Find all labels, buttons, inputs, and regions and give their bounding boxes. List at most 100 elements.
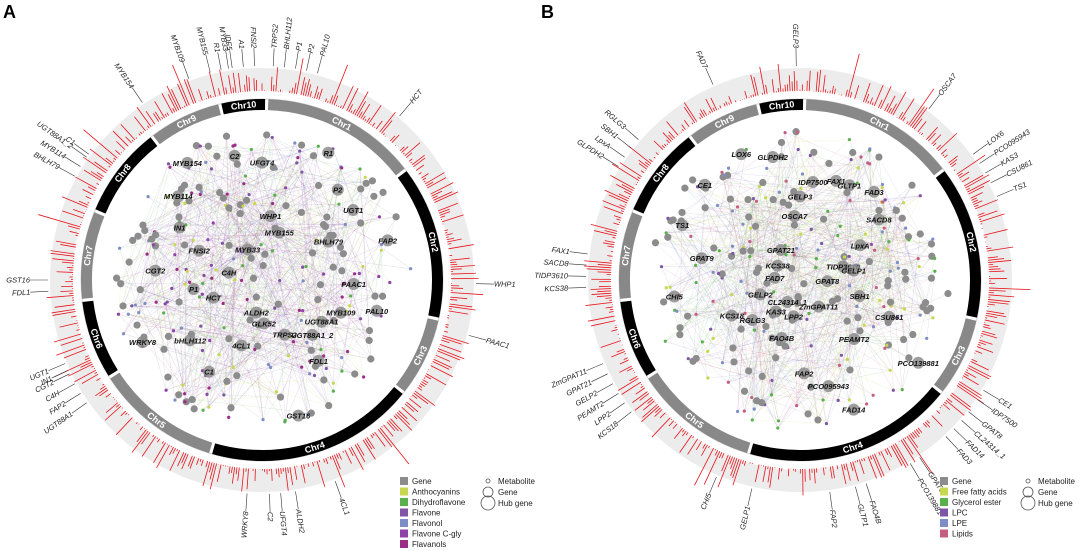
- histogram-bar: [619, 162, 642, 178]
- edge: [246, 200, 262, 245]
- leader-line: [317, 55, 323, 74]
- edge: [164, 265, 212, 305]
- histogram-bar: [682, 430, 687, 437]
- edge: [381, 244, 383, 297]
- edge: [284, 146, 319, 422]
- metabolite-node: [163, 302, 167, 306]
- edge: [345, 224, 360, 274]
- histogram-bar: [752, 94, 755, 97]
- histogram-bar: [439, 343, 462, 353]
- nodes: [113, 131, 413, 424]
- edge: [122, 240, 133, 306]
- edge: [146, 235, 334, 255]
- histogram-bar: [62, 210, 84, 219]
- edge: [173, 330, 334, 384]
- gene-node: [129, 236, 137, 244]
- edge: [215, 185, 319, 271]
- histogram-bar: [608, 194, 628, 204]
- metabolite-node: [301, 279, 305, 283]
- histogram-bar: [911, 107, 928, 129]
- histogram-bar: [424, 172, 445, 185]
- metabolite-node: [814, 257, 818, 261]
- leader-line: [624, 127, 639, 140]
- legend-swatch: [400, 477, 408, 485]
- histogram-bar: [910, 433, 915, 439]
- edge: [181, 273, 324, 329]
- metabolite-node: [933, 256, 937, 260]
- edge: [128, 262, 167, 391]
- gene-node: [151, 231, 160, 239]
- edge: [168, 192, 384, 337]
- edge: [228, 280, 304, 339]
- histogram-bar: [231, 466, 233, 474]
- histogram-bar: [852, 461, 859, 482]
- metabolite-node: [207, 405, 211, 409]
- edge: [178, 183, 367, 303]
- edge: [178, 189, 182, 302]
- metabolite-node: [270, 249, 274, 253]
- histogram-bar: [900, 439, 916, 463]
- edge: [216, 156, 250, 195]
- leader-line: [334, 480, 342, 499]
- hub-gene-label: UGT88A1: [305, 318, 339, 327]
- histogram-bar: [753, 76, 759, 96]
- histogram-bar: [354, 444, 366, 463]
- edge: [192, 399, 312, 414]
- edge: [184, 269, 187, 402]
- leader-line: [132, 87, 143, 103]
- histogram-bar: [60, 244, 76, 248]
- leader-line: [58, 167, 75, 177]
- histogram-bar: [53, 333, 81, 343]
- histogram-bar: [957, 172, 963, 177]
- legend-swatch: [940, 498, 948, 506]
- edge: [184, 153, 315, 285]
- histogram-bar: [423, 377, 426, 379]
- leader-line: [616, 136, 632, 149]
- hub-gene-label: GPAT9: [690, 254, 715, 263]
- external-gene-label: SACD8: [543, 258, 569, 269]
- hub-gene-label: LOX6: [732, 150, 752, 159]
- edge: [821, 243, 932, 257]
- histogram-bar: [939, 406, 942, 409]
- histogram-bar: [382, 133, 385, 136]
- edge: [230, 258, 234, 408]
- histogram-bar: [685, 432, 689, 436]
- leader-line: [225, 50, 229, 69]
- gene-node: [769, 195, 777, 204]
- metabolite-node: [233, 143, 237, 147]
- histogram-bar: [169, 449, 181, 471]
- histogram-bar: [152, 434, 155, 438]
- gene-node: [921, 299, 930, 307]
- hub-gene-label: GELP2: [748, 290, 773, 299]
- histogram-bar: [433, 191, 453, 201]
- metabolite-node: [891, 388, 895, 392]
- edge: [225, 205, 351, 297]
- edge: [118, 314, 184, 386]
- metabolite-node: [331, 389, 335, 393]
- histogram-bar: [60, 290, 74, 293]
- panel-b: B Chr1Chr2Chr3Chr4Chr5Chr6Chr7Chr8Chr9Ch…: [534, 2, 1075, 539]
- edge: [855, 264, 889, 281]
- metabolite-node: [845, 357, 850, 361]
- chromosome-arc: [267, 99, 405, 176]
- histogram-bar: [949, 394, 972, 411]
- edge: [144, 303, 348, 352]
- metabolite-node: [221, 301, 225, 306]
- histogram-bar: [439, 211, 451, 216]
- edge: [713, 168, 729, 249]
- histogram-bar: [430, 365, 453, 378]
- histogram-bar: [707, 113, 710, 115]
- histogram-bar: [979, 218, 982, 221]
- histogram-bar: [340, 105, 342, 109]
- edge: [754, 185, 913, 410]
- metabolite-node: [358, 167, 362, 171]
- histogram-bar: [141, 436, 157, 457]
- edge: [201, 191, 329, 406]
- edge: [243, 183, 348, 312]
- histogram-bar: [754, 464, 760, 483]
- hub-gene-node: [241, 243, 254, 256]
- hub-gene-node: [381, 234, 394, 247]
- metabolite-node: [711, 336, 715, 341]
- histogram-bar: [131, 430, 149, 453]
- histogram-bar: [603, 206, 624, 215]
